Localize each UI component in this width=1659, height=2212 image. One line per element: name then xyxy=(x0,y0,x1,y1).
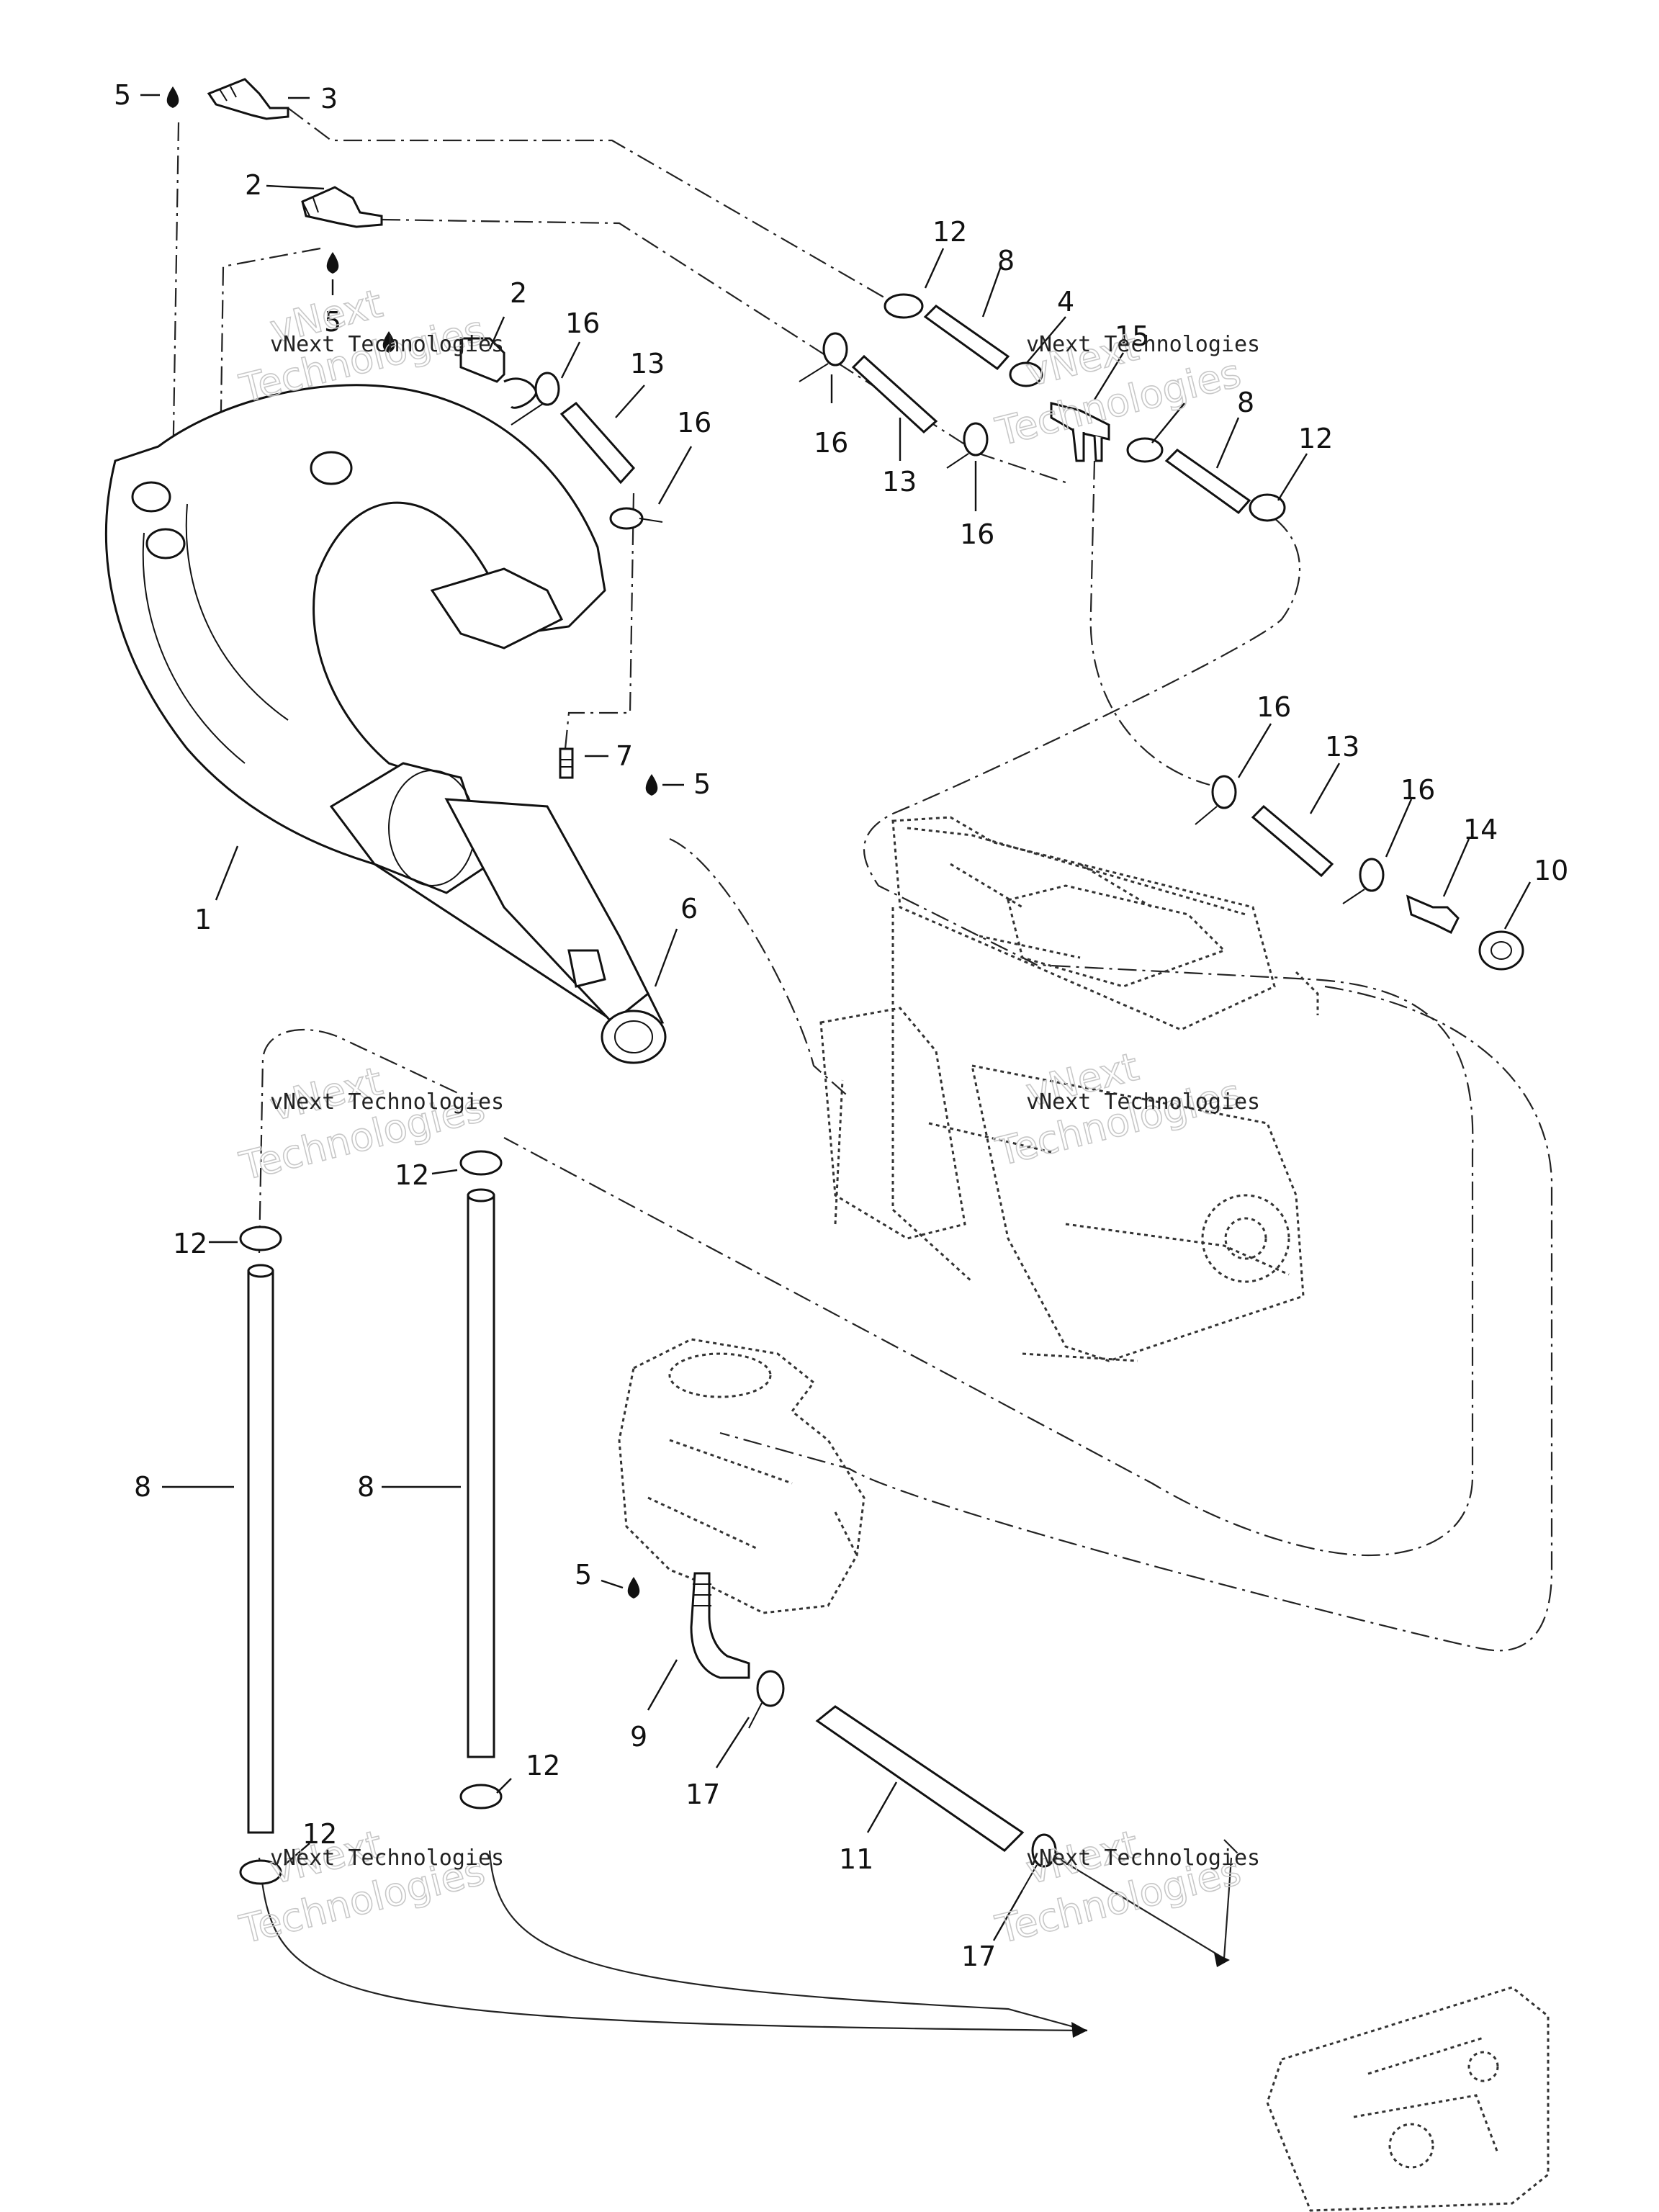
hose-8-upper xyxy=(923,305,1251,515)
hose-clamp-12-lower xyxy=(239,1150,503,1885)
callout-1: 1 xyxy=(194,904,212,935)
callout-16: 16 xyxy=(960,518,994,550)
callout-4: 4 xyxy=(1057,286,1074,318)
sealant-drop-icon xyxy=(645,774,658,796)
fitting-7 xyxy=(559,747,574,779)
callout-5: 5 xyxy=(693,768,711,800)
routing-lines xyxy=(147,107,1553,2038)
callout-12: 12 xyxy=(932,216,967,248)
hose-clamp-12-upper xyxy=(884,293,1286,522)
callout-13: 13 xyxy=(630,348,665,379)
hose-13-upper-left xyxy=(503,377,636,485)
callout-15: 15 xyxy=(1115,320,1149,352)
direction-arrow xyxy=(1071,2022,1087,2038)
hose-clamp-16-mid xyxy=(609,507,663,530)
hose-13-right xyxy=(1251,804,1334,878)
callout-8: 8 xyxy=(1237,387,1254,418)
hose-13-upper-right xyxy=(851,354,938,434)
callout-8: 8 xyxy=(357,1471,374,1503)
callout-2: 2 xyxy=(510,277,527,309)
sealant-drop-icon xyxy=(382,331,395,353)
callout-12: 12 xyxy=(1298,423,1333,454)
engine-ghost xyxy=(819,816,1319,1362)
callout-16: 16 xyxy=(814,427,848,459)
elbow-fitting-2 xyxy=(301,186,383,228)
hose-8-lower-right xyxy=(467,1188,495,1758)
fitting-14 xyxy=(1406,894,1460,935)
pump-housing-ghost xyxy=(618,1338,866,1614)
watermark-text: vNext Technologies xyxy=(270,332,504,357)
callout-16: 16 xyxy=(565,307,600,339)
hose-clamp-17 xyxy=(748,1670,1057,1891)
callout-8: 8 xyxy=(134,1471,151,1503)
watermark-text: vNext Technologies xyxy=(270,1089,504,1115)
callout-11: 11 xyxy=(839,1843,873,1875)
callout-9: 9 xyxy=(630,1721,647,1753)
sealant-drop-icon xyxy=(627,1577,640,1599)
cap-10 xyxy=(1478,930,1524,971)
watermarks: vNext Technologies vNext Technologies vN… xyxy=(235,280,1260,1954)
intake-grate-ghost xyxy=(1266,1986,1550,2212)
hose-8-lower-left xyxy=(247,1264,274,1834)
exhaust-muffler xyxy=(104,384,667,1064)
direction-arrow xyxy=(1214,1953,1230,1967)
watermark-text: vNext Technologies xyxy=(1026,332,1260,357)
callout-16: 16 xyxy=(1401,774,1435,806)
elbow-fitting-2b xyxy=(459,337,505,383)
watermark-text: vNext Technologies xyxy=(1026,1089,1260,1115)
sealant-drop-icon xyxy=(326,252,339,274)
callout-6: 6 xyxy=(680,893,698,925)
hose-clamp-16-right xyxy=(1195,775,1385,904)
callout-labels: 5 3 2 5 2 16 13 16 12 8 4 15 16 13 16 8 … xyxy=(114,79,1568,1972)
hose-11 xyxy=(815,1705,1025,1852)
callout-17: 17 xyxy=(961,1941,996,1972)
hose-clamp-16-upper-right xyxy=(799,332,989,469)
sealant-drop-icon xyxy=(166,86,179,108)
callout-5: 5 xyxy=(114,79,131,111)
callout-12: 12 xyxy=(302,1818,337,1850)
elbow-fitting-9 xyxy=(690,1572,750,1679)
callout-13: 13 xyxy=(882,466,917,498)
callout-8: 8 xyxy=(997,245,1015,276)
elbow-fitting-3 xyxy=(207,78,289,120)
callout-5: 5 xyxy=(575,1559,592,1591)
tee-fitting-15 xyxy=(1050,402,1110,462)
leader-lines xyxy=(140,94,1532,1941)
callout-12: 12 xyxy=(173,1228,207,1259)
callout-2: 2 xyxy=(245,169,262,201)
callout-3: 3 xyxy=(320,83,338,114)
callout-5: 5 xyxy=(324,306,341,338)
callout-10: 10 xyxy=(1534,855,1568,886)
watermark-text: vNext Technologies xyxy=(1026,1845,1260,1871)
callout-14: 14 xyxy=(1463,814,1498,845)
watermark: vNext Technologies xyxy=(991,1821,1246,1954)
callout-16: 16 xyxy=(677,407,711,439)
callout-17: 17 xyxy=(685,1779,720,1810)
callout-12: 12 xyxy=(395,1159,429,1191)
callout-13: 13 xyxy=(1325,731,1359,763)
hose-clamp-16-upper-left xyxy=(511,372,560,426)
callout-7: 7 xyxy=(616,740,633,772)
watermark-text: vNext Technologies xyxy=(270,1845,504,1871)
callout-12: 12 xyxy=(526,1750,560,1781)
sealant-drop-icons xyxy=(166,86,658,1599)
callout-16: 16 xyxy=(1256,691,1291,723)
